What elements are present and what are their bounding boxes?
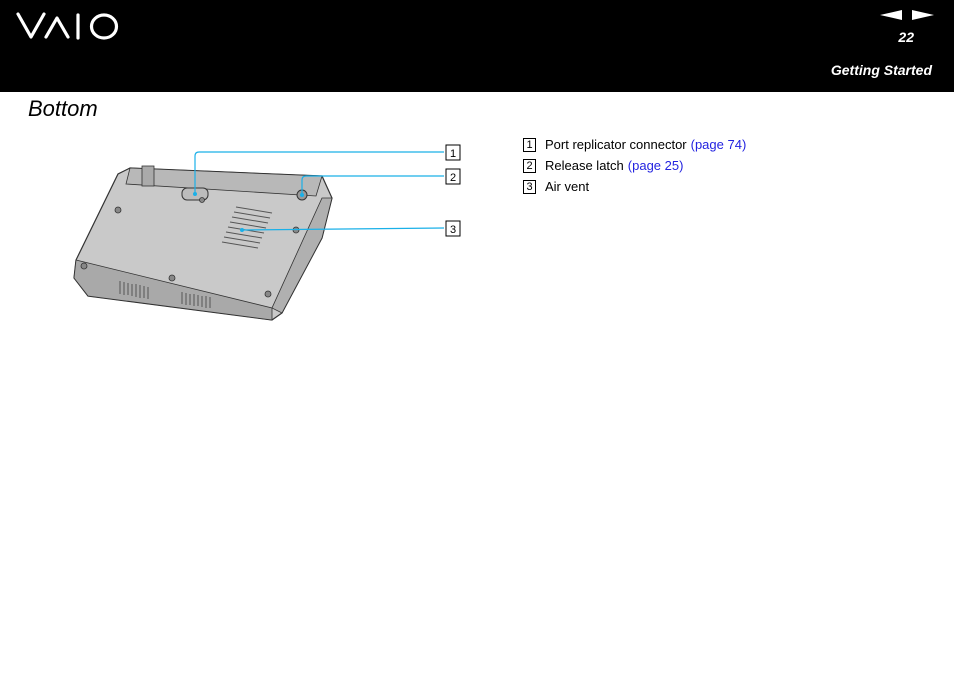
- page-link[interactable]: (page 25): [627, 158, 684, 173]
- callout-text: Release latch: [545, 158, 624, 173]
- header-bar: 22 Getting Started: [0, 0, 954, 92]
- callout-text: Port replicator connector: [545, 137, 687, 152]
- callout-list: 1 Port replicator connector (page 74) 2 …: [523, 134, 746, 197]
- section-name: Getting Started: [830, 62, 932, 78]
- callout-number: 1: [523, 138, 536, 152]
- callout-item: 3 Air vent: [523, 176, 746, 197]
- laptop-illustration: [73, 165, 333, 321]
- page-number: 22: [898, 29, 914, 45]
- callout-number: 2: [523, 159, 536, 173]
- page-link[interactable]: (page 74): [690, 137, 747, 152]
- marker-3: 3: [445, 220, 461, 237]
- marker-2-label: 2: [450, 172, 456, 184]
- callout-item: 2 Release latch (page 25): [523, 155, 746, 176]
- marker-1-label: 1: [450, 148, 456, 160]
- marker-2: 2: [445, 168, 461, 185]
- callout-text: Air vent: [545, 179, 590, 194]
- callout-lines: [194, 151, 445, 231]
- next-page-icon[interactable]: [912, 10, 934, 20]
- callout-item: 1 Port replicator connector (page 74): [523, 134, 746, 155]
- vaio-logo: [16, 12, 119, 40]
- marker-1: 1: [445, 144, 461, 161]
- page-title: Bottom: [28, 96, 98, 121]
- laptop-bottom-figure: 1 2 3: [73, 144, 461, 321]
- previous-page-icon[interactable]: [880, 10, 902, 20]
- marker-3-label: 3: [450, 224, 456, 236]
- callout-number: 3: [523, 180, 536, 194]
